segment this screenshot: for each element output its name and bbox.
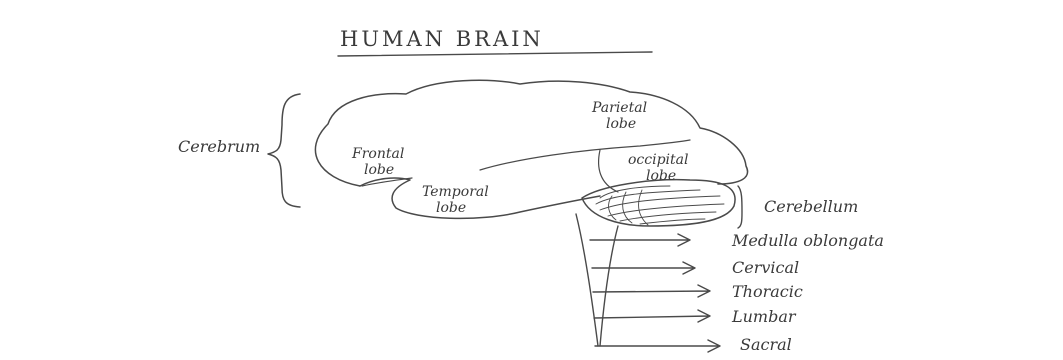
lobe-label-frontal-1: Frontal: [351, 146, 404, 162]
cerebellum-bracket: [738, 186, 742, 228]
lobe-label-temporal-1: Temporal: [422, 184, 489, 200]
cerebrum-label: Cerebrum: [178, 137, 260, 156]
arrow-sacral: [595, 340, 720, 352]
arrow-medulla: [590, 234, 690, 246]
lobe-label-parietal-2: lobe: [606, 116, 636, 132]
cerebellum-folia: [596, 186, 724, 225]
spinal-label-lumbar: Lumbar: [731, 307, 797, 326]
lobe-label-occipital-2: lobe: [646, 168, 676, 184]
cerebrum-brace: [268, 94, 300, 207]
spinal-cord: [600, 226, 618, 346]
cerebellum-label: Cerebellum: [764, 197, 858, 216]
cerebellum-outline: [582, 180, 735, 226]
diagram-title: HUMAN BRAIN: [340, 27, 544, 51]
lobe-label-temporal-2: lobe: [436, 200, 466, 216]
spinal-arrows: [590, 234, 720, 352]
spinal-label-sacral: Sacral: [740, 335, 792, 354]
title-underline: [338, 52, 652, 56]
arrow-lumbar: [594, 310, 710, 322]
lobe-label-frontal-2: lobe: [364, 162, 394, 178]
arrow-thoracic: [593, 285, 710, 297]
spinal-label-cervical: Cervical: [732, 258, 799, 277]
lobe-label-parietal-1: Parietal: [591, 100, 647, 116]
spinal-label-medulla: Medulla oblongata: [731, 231, 884, 250]
spinal-label-thoracic: Thoracic: [732, 282, 803, 301]
brain-stem: [576, 214, 598, 346]
lobe-label-occipital-1: occipital: [628, 152, 688, 168]
arrow-cervical: [592, 262, 695, 274]
